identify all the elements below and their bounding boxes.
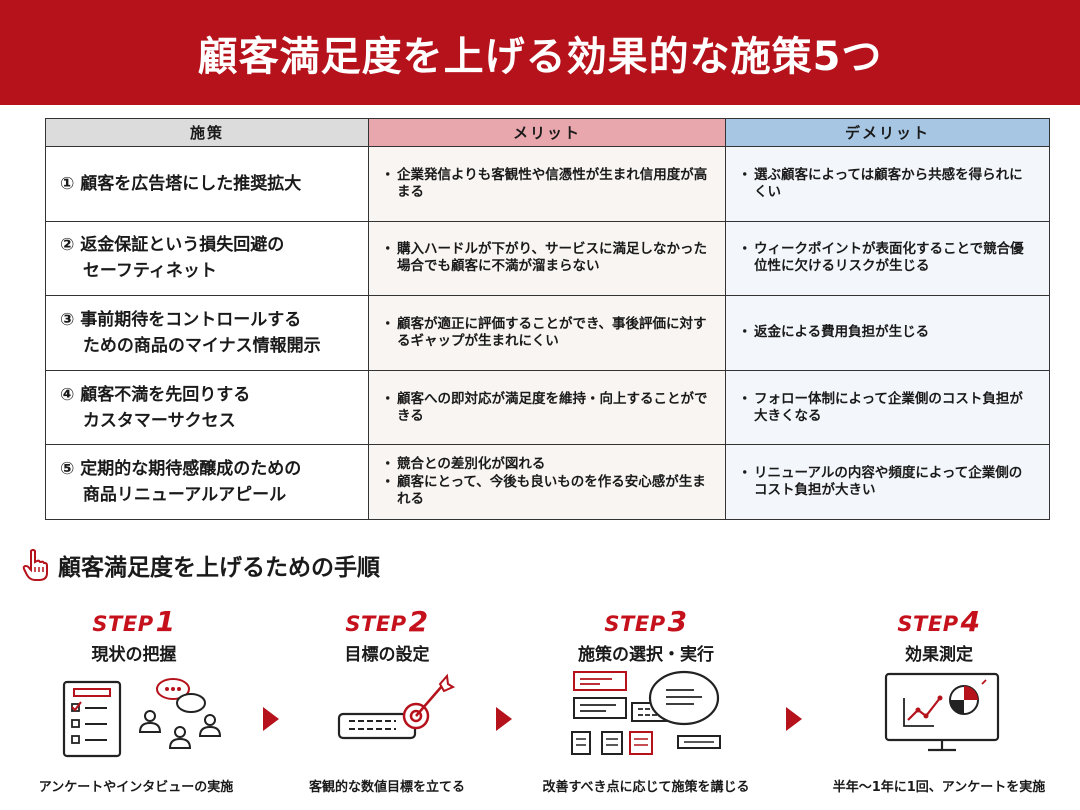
target-goal-icon	[337, 673, 456, 740]
measure-line: ための商品のマイナス情報開示	[60, 335, 321, 356]
section-header: 顧客満足度を上げるための手順	[22, 548, 380, 582]
merit-cell: 顧客への即対応が満足度を維持・向上することができる	[368, 369, 726, 446]
measure-line: ③ 事前期待をコントロールする	[60, 309, 302, 330]
table-row: ④ 顧客不満を先回りする カスタマーサクセス顧客への即対応が満足度を維持・向上す…	[45, 369, 1050, 446]
merit-bullet: 顧客が適正に評価することができ、事後評価に対するギャップが生まれにくい	[381, 316, 709, 350]
step-arrow-3	[786, 707, 802, 731]
demerit-bullet: フォロー体制によって企業側のコスト負担が大きくなる	[738, 391, 1033, 425]
merit-bullet: 競合との差別化が図れる	[381, 456, 709, 473]
step-1-title: 現状の把握	[91, 645, 177, 665]
step-1-caption: アンケートやインタビューの実施	[38, 780, 234, 795]
step-4-caption: 半年〜1年に1回、アンケートを実施	[832, 780, 1046, 795]
title-banner: 顧客満足度を上げる効果的な施策5つ	[0, 0, 1080, 105]
step-arrow-2	[496, 707, 512, 731]
measure-cell: ⑤ 定期的な期待感醸成のための 商品リニューアルアピール	[45, 444, 369, 520]
header-merit: メリット	[368, 118, 726, 147]
merit-bullet: 顧客にとって、今後も良いものを作る安心感が生まれる	[381, 474, 709, 508]
table-body: ① 顧客を広告塔にした推奨拡大 企業発信よりも客観性や信憑性が生まれ信用度が高まる…	[45, 146, 1050, 520]
step-3-title: 施策の選択・実行	[578, 645, 714, 665]
step-2-label: STEP2	[345, 605, 429, 638]
measure-cell: ① 顧客を広告塔にした推奨拡大	[45, 146, 369, 222]
step-4: STEP4 効果測定	[839, 605, 1039, 665]
table-header-row: 施策 メリット デメリット	[45, 118, 1050, 147]
step-arrow-1	[263, 707, 279, 731]
merit-bullet: 購入ハードルが下がり、サービスに満足しなかった場合でも顧客に不満が溜まらない	[381, 241, 709, 275]
measure-cell: ④ 顧客不満を先回りする カスタマーサクセス	[45, 369, 369, 446]
table-row: ⑤ 定期的な期待感醸成のための 商品リニューアルアピール競合との差別化が図れる顧…	[45, 444, 1050, 520]
pointing-hand-icon	[22, 549, 48, 581]
merit-cell: 顧客が適正に評価することができ、事後評価に対するギャップが生まれにくい	[368, 295, 726, 371]
step-1: STEP1 現状の把握	[34, 605, 234, 665]
step-3-label: STEP3	[604, 605, 688, 638]
demerit-bullet: ウィークポイントが表面化することで競合優位性に欠けるリスクが生じる	[738, 241, 1033, 275]
header-measure: 施策	[45, 118, 369, 147]
demerit-cell: ウィークポイントが表面化することで競合優位性に欠けるリスクが生じる	[725, 220, 1050, 297]
merit-cell: 購入ハードルが下がり、サービスに満足しなかった場合でも顧客に不満が溜まらない	[368, 220, 726, 297]
page-title: 顧客満足度を上げる効果的な施策5つ	[197, 33, 883, 80]
merit-cell: 企業発信よりも客観性や信憑性が生まれ信用度が高まる	[368, 146, 726, 222]
step-3-caption: 改善すべき点に応じて施策を講じる	[542, 780, 750, 795]
table-row: ③ 事前期待をコントロールする ための商品のマイナス情報開示顧客が適正に評価する…	[45, 295, 1050, 371]
demerit-bullet: リニューアルの内容や頻度によって企業側のコスト負担が大きい	[738, 465, 1033, 499]
demerit-bullet: 返金による費用負担が生じる	[738, 324, 1033, 341]
step-4-title: 効果測定	[905, 645, 973, 665]
section-title: 顧客満足度を上げるための手順	[58, 555, 380, 581]
measure-cell: ③ 事前期待をコントロールする ための商品のマイナス情報開示	[45, 295, 369, 371]
measure-cell: ② 返金保証という損失回避の セーフティネット	[45, 220, 369, 297]
step-1-label: STEP1	[92, 605, 176, 638]
demerit-cell: リニューアルの内容や頻度によって企業側のコスト負担が大きい	[725, 444, 1050, 520]
measures-table: 施策 メリット デメリット ① 顧客を広告塔にした推奨拡大 企業発信よりも客観性や…	[45, 118, 1050, 520]
measure-line: 商品リニューアルアピール	[60, 485, 287, 506]
measure-line: セーフティネット	[60, 261, 217, 282]
step-2-title: 目標の設定	[344, 645, 430, 665]
table-row: ① 顧客を広告塔にした推奨拡大 企業発信よりも客観性や信憑性が生まれ信用度が高まる…	[45, 146, 1050, 222]
merit-cell: 競合との差別化が図れる顧客にとって、今後も良いものを作る安心感が生まれる	[368, 444, 726, 520]
step-4-label: STEP4	[897, 605, 981, 638]
demerit-cell: 選ぶ顧客によっては顧客から共感を得られにくい	[725, 146, 1050, 222]
table-row: ② 返金保証という損失回避の セーフティネット購入ハードルが下がり、サービスに満…	[45, 220, 1050, 297]
demerit-cell: 返金による費用負担が生じる	[725, 295, 1050, 371]
plan-documents-icon	[571, 670, 721, 755]
measure-line: ① 顧客を広告塔にした推奨拡大	[60, 173, 302, 194]
demerit-cell: フォロー体制によって企業側のコスト負担が大きくなる	[725, 369, 1050, 446]
header-demerit: デメリット	[725, 118, 1050, 147]
merit-bullet: 顧客への即対応が満足度を維持・向上することができる	[381, 391, 709, 425]
monitor-chart-icon	[884, 672, 1000, 752]
demerit-bullet: 選ぶ顧客によっては顧客から共感を得られにくい	[738, 167, 1033, 201]
measure-line: ② 返金保証という損失回避の	[60, 235, 285, 256]
measure-line: カスタマーサクセス	[60, 410, 236, 431]
step-2: STEP2 目標の設定	[287, 605, 487, 665]
step-2-caption: 客観的な数値目標を立てる	[308, 780, 465, 795]
step-3: STEP3 施策の選択・実行	[546, 605, 746, 665]
merit-bullet: 企業発信よりも客観性や信憑性が生まれ信用度が高まる	[381, 167, 709, 201]
survey-interview-icon	[62, 678, 222, 758]
measure-line: ⑤ 定期的な期待感醸成のための	[60, 459, 302, 480]
measure-line: ④ 顧客不満を先回りする	[60, 384, 251, 405]
